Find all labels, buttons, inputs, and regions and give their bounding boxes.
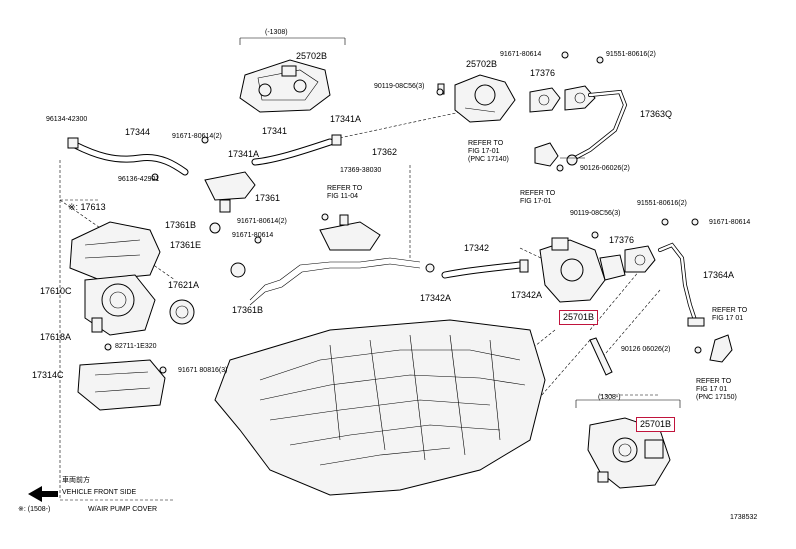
- part-label-17364a[interactable]: 17364A: [703, 270, 735, 280]
- footnote-range: ※: (1508-): [18, 506, 51, 513]
- part-label-17342[interactable]: 17342: [464, 243, 490, 253]
- pipe-lower-right: [658, 242, 705, 327]
- refer-note-fig-11-04[interactable]: REFER TO FIG 11-04: [327, 185, 363, 200]
- top-range-label: (-1308): [265, 29, 288, 36]
- part-label-17376-upper[interactable]: 17376: [530, 68, 556, 78]
- vacuum-switching-valve: [319, 214, 381, 251]
- bolt-label-96136-42901[interactable]: 96136-42901: [118, 176, 160, 183]
- part-label-17341[interactable]: 17341: [262, 126, 288, 136]
- legend-star-label: ※: 17613: [68, 202, 106, 212]
- bolt-label-91671-80816[interactable]: 91671 80816(3): [178, 367, 228, 374]
- part-label-17610c[interactable]: 17610C: [40, 286, 72, 296]
- part-label-17621a[interactable]: 17621A: [168, 280, 200, 290]
- bolt-label-91671-80614-right[interactable]: 91671-80614: [709, 219, 751, 226]
- gasket-upper: [529, 85, 596, 113]
- part-label-17618a[interactable]: 17618A: [40, 332, 72, 342]
- bolt-label-82711-1e320[interactable]: 82711-1E320: [115, 343, 157, 350]
- bracket-upper: [534, 142, 585, 167]
- bolt-label-91671-80614-2[interactable]: 91671-80614(2): [172, 133, 222, 140]
- bolt-label-90119-08c56-mid[interactable]: 90119-08C56(3): [570, 210, 621, 217]
- part-label-17361b-upper[interactable]: 17361B: [165, 220, 197, 230]
- bracket-lower: [709, 334, 733, 363]
- hose-lower-middle: [441, 259, 529, 279]
- bolt-label-96134-42300[interactable]: 96134-42300: [46, 116, 88, 123]
- part-label-17361b[interactable]: 17361B: [232, 305, 264, 315]
- top-range-bracket: [239, 37, 346, 45]
- bolt-label-91551-80616-top[interactable]: 91551-80616(2): [606, 51, 656, 58]
- part-label-25701b-inset-highlighted[interactable]: 25701B: [636, 417, 676, 432]
- bottom-range-label: (1308-): [598, 394, 621, 401]
- footnote-description: W/AIR PUMP COVER: [88, 506, 158, 513]
- hose-upper-middle: [251, 134, 342, 166]
- clamps: [209, 222, 435, 278]
- vacuum-tube: [249, 257, 421, 306]
- air-pump-cover: [69, 221, 161, 281]
- pipe-upper-right: [566, 89, 628, 166]
- air-switching-valve-right: [437, 74, 516, 123]
- engine-block: [214, 319, 546, 496]
- part-label-17342a-right[interactable]: 17342A: [511, 290, 543, 300]
- part-label-17341a[interactable]: 17341A: [228, 149, 260, 159]
- refer-note-fig-17-01-pnc-17140[interactable]: REFER TO FIG 17-01 (PNC 17140): [468, 140, 509, 163]
- vehicle-front-jp-label: 車両前方: [62, 477, 90, 484]
- refer-note-fig-17-01[interactable]: REFER TO FIG 17-01: [520, 190, 556, 205]
- bolt-label-90126-06026-lower[interactable]: 90126 06026(2): [621, 346, 671, 353]
- part-label-17361[interactable]: 17361: [255, 193, 281, 203]
- bolt-label-91671-80614-low[interactable]: 91671-80614: [232, 232, 274, 239]
- part-label-17342a[interactable]: 17342A: [420, 293, 452, 303]
- refer-note-fig-17-01-right[interactable]: REFER TO FIG 17 01: [712, 307, 748, 322]
- pump-bracket: [77, 359, 166, 411]
- bolt-label-90119-08c56-top[interactable]: 90119-08C56(3): [374, 83, 425, 90]
- gasket-lower: [624, 245, 656, 273]
- vehicle-front-label: VEHICLE FRONT SIDE: [62, 489, 137, 496]
- part-label-25702b-right[interactable]: 25702B: [466, 59, 498, 69]
- part-label-17344[interactable]: 17344: [125, 127, 151, 137]
- bolt-label-91671-80614-top[interactable]: 91671-80614: [500, 51, 542, 58]
- bolt-label-91671-80614-mid[interactable]: 91671-80614(2): [237, 218, 287, 225]
- union-joint: [204, 171, 256, 213]
- bolt-label-90126-06026-upper[interactable]: 90126-06026(2): [580, 165, 630, 172]
- bolt-markers: [104, 51, 702, 374]
- pump-filter: [169, 299, 195, 325]
- part-label-17361e[interactable]: 17361E: [170, 240, 202, 250]
- part-label-17362[interactable]: 17362: [372, 147, 398, 157]
- part-label-17341a-upper[interactable]: 17341A: [330, 114, 362, 124]
- part-label-17363q[interactable]: 17363Q: [640, 109, 673, 119]
- refer-note-fig-17-01-pnc-17150[interactable]: REFER TO FIG 17 01 (PNC 17150): [696, 378, 737, 401]
- air-switching-valve-upper: [239, 59, 331, 113]
- part-label-17369[interactable]: 17369-38030: [340, 167, 382, 174]
- part-label-25701b-highlighted[interactable]: 25701B: [559, 310, 599, 325]
- figure-number: 1738532: [730, 514, 758, 521]
- bolt-label-91551-80616-mid[interactable]: 91551-80616(2): [637, 200, 687, 207]
- air-pump: [84, 274, 156, 336]
- bottom-range-bracket: [575, 399, 681, 408]
- hose-upper-left: [67, 137, 189, 176]
- gasket-strip: [589, 337, 613, 376]
- air-switching-valve-lower: [539, 237, 626, 303]
- part-label-17376-lower[interactable]: 17376: [609, 235, 635, 245]
- part-label-17314c[interactable]: 17314C: [32, 370, 64, 380]
- part-label-25702b[interactable]: 25702B: [296, 51, 328, 61]
- vehicle-front-arrow-icon: [28, 486, 58, 502]
